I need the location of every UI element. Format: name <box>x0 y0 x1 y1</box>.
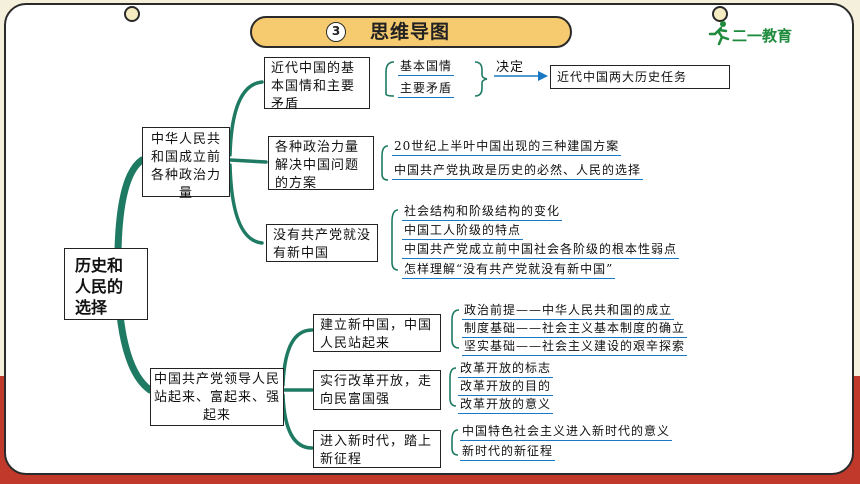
sub3-leaf-bracket <box>391 209 399 271</box>
logo-text: 二一教育 <box>732 27 793 45</box>
b1-sub3-label: 没有共产党就没有新中国 <box>273 228 372 261</box>
sub1-leaf-bracket <box>385 61 395 97</box>
b2sub3-leaf-bracket <box>451 429 459 456</box>
decide-label: 决定 <box>496 60 525 75</box>
branch1-to-sub2 <box>228 158 268 164</box>
branch1-label: 中华人民共和国成立前各种政治力量 <box>150 132 221 201</box>
b2-sub1-label: 建立新中国，中国人民站起来 <box>320 318 433 351</box>
branch1-to-sub1 <box>228 80 264 157</box>
b1-sub1-item-2: 主要矛盾 <box>398 80 455 98</box>
branch2-to-sub1 <box>281 328 314 387</box>
b2-sub3-label: 进入新时代，踏上新征程 <box>320 434 433 467</box>
b1-sub1-label: 近代中国的基本国情和主要矛盾 <box>271 61 356 112</box>
b1-sub3-item-2: 中国工人阶级的特点 <box>402 222 524 240</box>
b2-sub2-item-3: 改革开放的意义 <box>458 396 554 414</box>
b1-sub1-result-label: 近代中国两大历史任务 <box>557 70 688 84</box>
b2sub2-leaf-bracket <box>449 367 457 407</box>
b1-sub3-item-1: 社会结构和阶级结构的变化 <box>402 203 563 221</box>
root-to-branch1 <box>114 156 146 254</box>
b2-sub3-node: 进入新时代，踏上新征程 <box>313 430 441 468</box>
b1-sub3-item-3: 中国共产党成立前中国社会各阶级的根本性弱点 <box>402 241 680 259</box>
b2sub1-leaf-bracket <box>451 309 460 349</box>
b2-sub3-item-1: 中国特色社会主义进入新时代的意义 <box>460 423 673 441</box>
b2-sub1-node: 建立新中国，中国人民站起来 <box>313 314 441 352</box>
sub2-leaf-bracket <box>381 145 389 181</box>
b2-sub2-item-1: 改革开放的标志 <box>458 360 554 378</box>
b1-sub1-item-1: 基本国情 <box>398 58 455 76</box>
b2-sub1-item-2: 制度基础——社会主义基本制度的确立 <box>462 320 688 338</box>
b1-sub2-label: 各种政治力量解决中国问题的方案 <box>275 140 360 191</box>
b1-sub1-result: 近代中国两大历史任务 <box>550 65 730 89</box>
branch1-to-sub3 <box>228 163 264 245</box>
b2-sub1-item-3: 坚实基础——社会主义建设的艰辛探索 <box>462 338 688 356</box>
branch1-node: 中华人民共和国成立前各种政治力量 <box>142 127 230 201</box>
b2-sub2-item-2: 改革开放的目的 <box>458 378 554 396</box>
b2-sub2-node: 实行改革开放，走向民富国强 <box>313 370 441 410</box>
b2-sub1-item-1: 政治前提——中华人民共和国的成立 <box>462 302 675 320</box>
brand-logo: 二一教育 <box>706 20 810 50</box>
page-title: 思维导图 <box>370 21 451 43</box>
b1-sub3-node: 没有共产党就没有新中国 <box>266 224 378 262</box>
b1-sub2-item-1: 20世纪上半叶中国出现的三种建国方案 <box>392 138 622 156</box>
card-dot-left <box>124 6 140 22</box>
arrow-head <box>538 71 548 81</box>
b1-sub3-item-4: 怎样理解“没有共产党就没有新中国” <box>402 261 616 279</box>
runner-icon <box>708 21 730 46</box>
title-banner <box>250 16 572 48</box>
b2-sub3-item-2: 新时代的新征程 <box>460 443 556 461</box>
section-number: 3 <box>326 22 346 42</box>
card-dot-right <box>712 6 728 22</box>
b1-sub2-item-2: 中国共产党执政是历史的必然、人民的选择 <box>392 162 644 180</box>
root-node: 历史和人民的选择 <box>64 248 148 320</box>
root-label: 历史和人民的选择 <box>75 256 124 317</box>
b2-sub2-label: 实行改革开放，走向民富国强 <box>320 374 433 407</box>
branch2-to-sub3 <box>281 393 314 450</box>
branch2-node: 中国共产党领导人民站起来、富起来、强起来 <box>150 368 284 426</box>
branch2-label: 中国共产党领导人民站起来、富起来、强起来 <box>154 372 281 423</box>
b1-sub1-node: 近代中国的基本国情和主要矛盾 <box>264 57 370 112</box>
b1-sub2-node: 各种政治力量解决中国问题的方案 <box>268 136 374 191</box>
decide-brace <box>474 61 488 97</box>
